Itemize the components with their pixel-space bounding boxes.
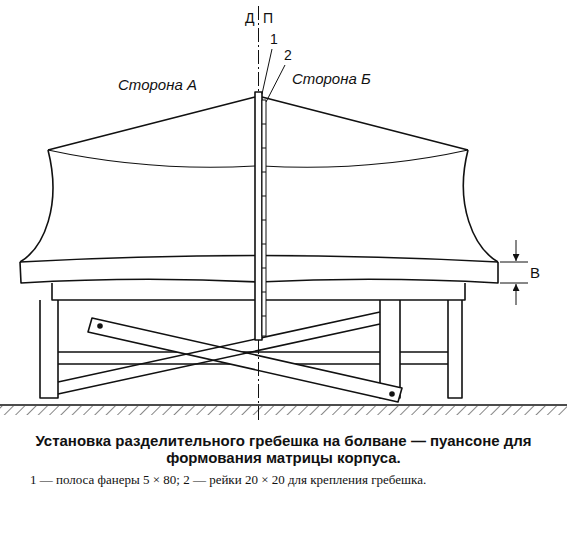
callout-number: 2 (284, 47, 292, 63)
callout-number: 1 (270, 31, 278, 47)
dimension-label: В (530, 264, 540, 281)
legend-note: 1 — полоса фанеры 5 × 80; 2 — рейки 20 ×… (30, 473, 540, 488)
figure-caption: Установка разделительного гребешка на бо… (14, 432, 553, 467)
centerline-label: П (263, 10, 273, 26)
centerline-label: Д (245, 10, 254, 26)
side-label: Сторона Б (292, 70, 371, 87)
side-label: Сторона А (118, 76, 197, 93)
